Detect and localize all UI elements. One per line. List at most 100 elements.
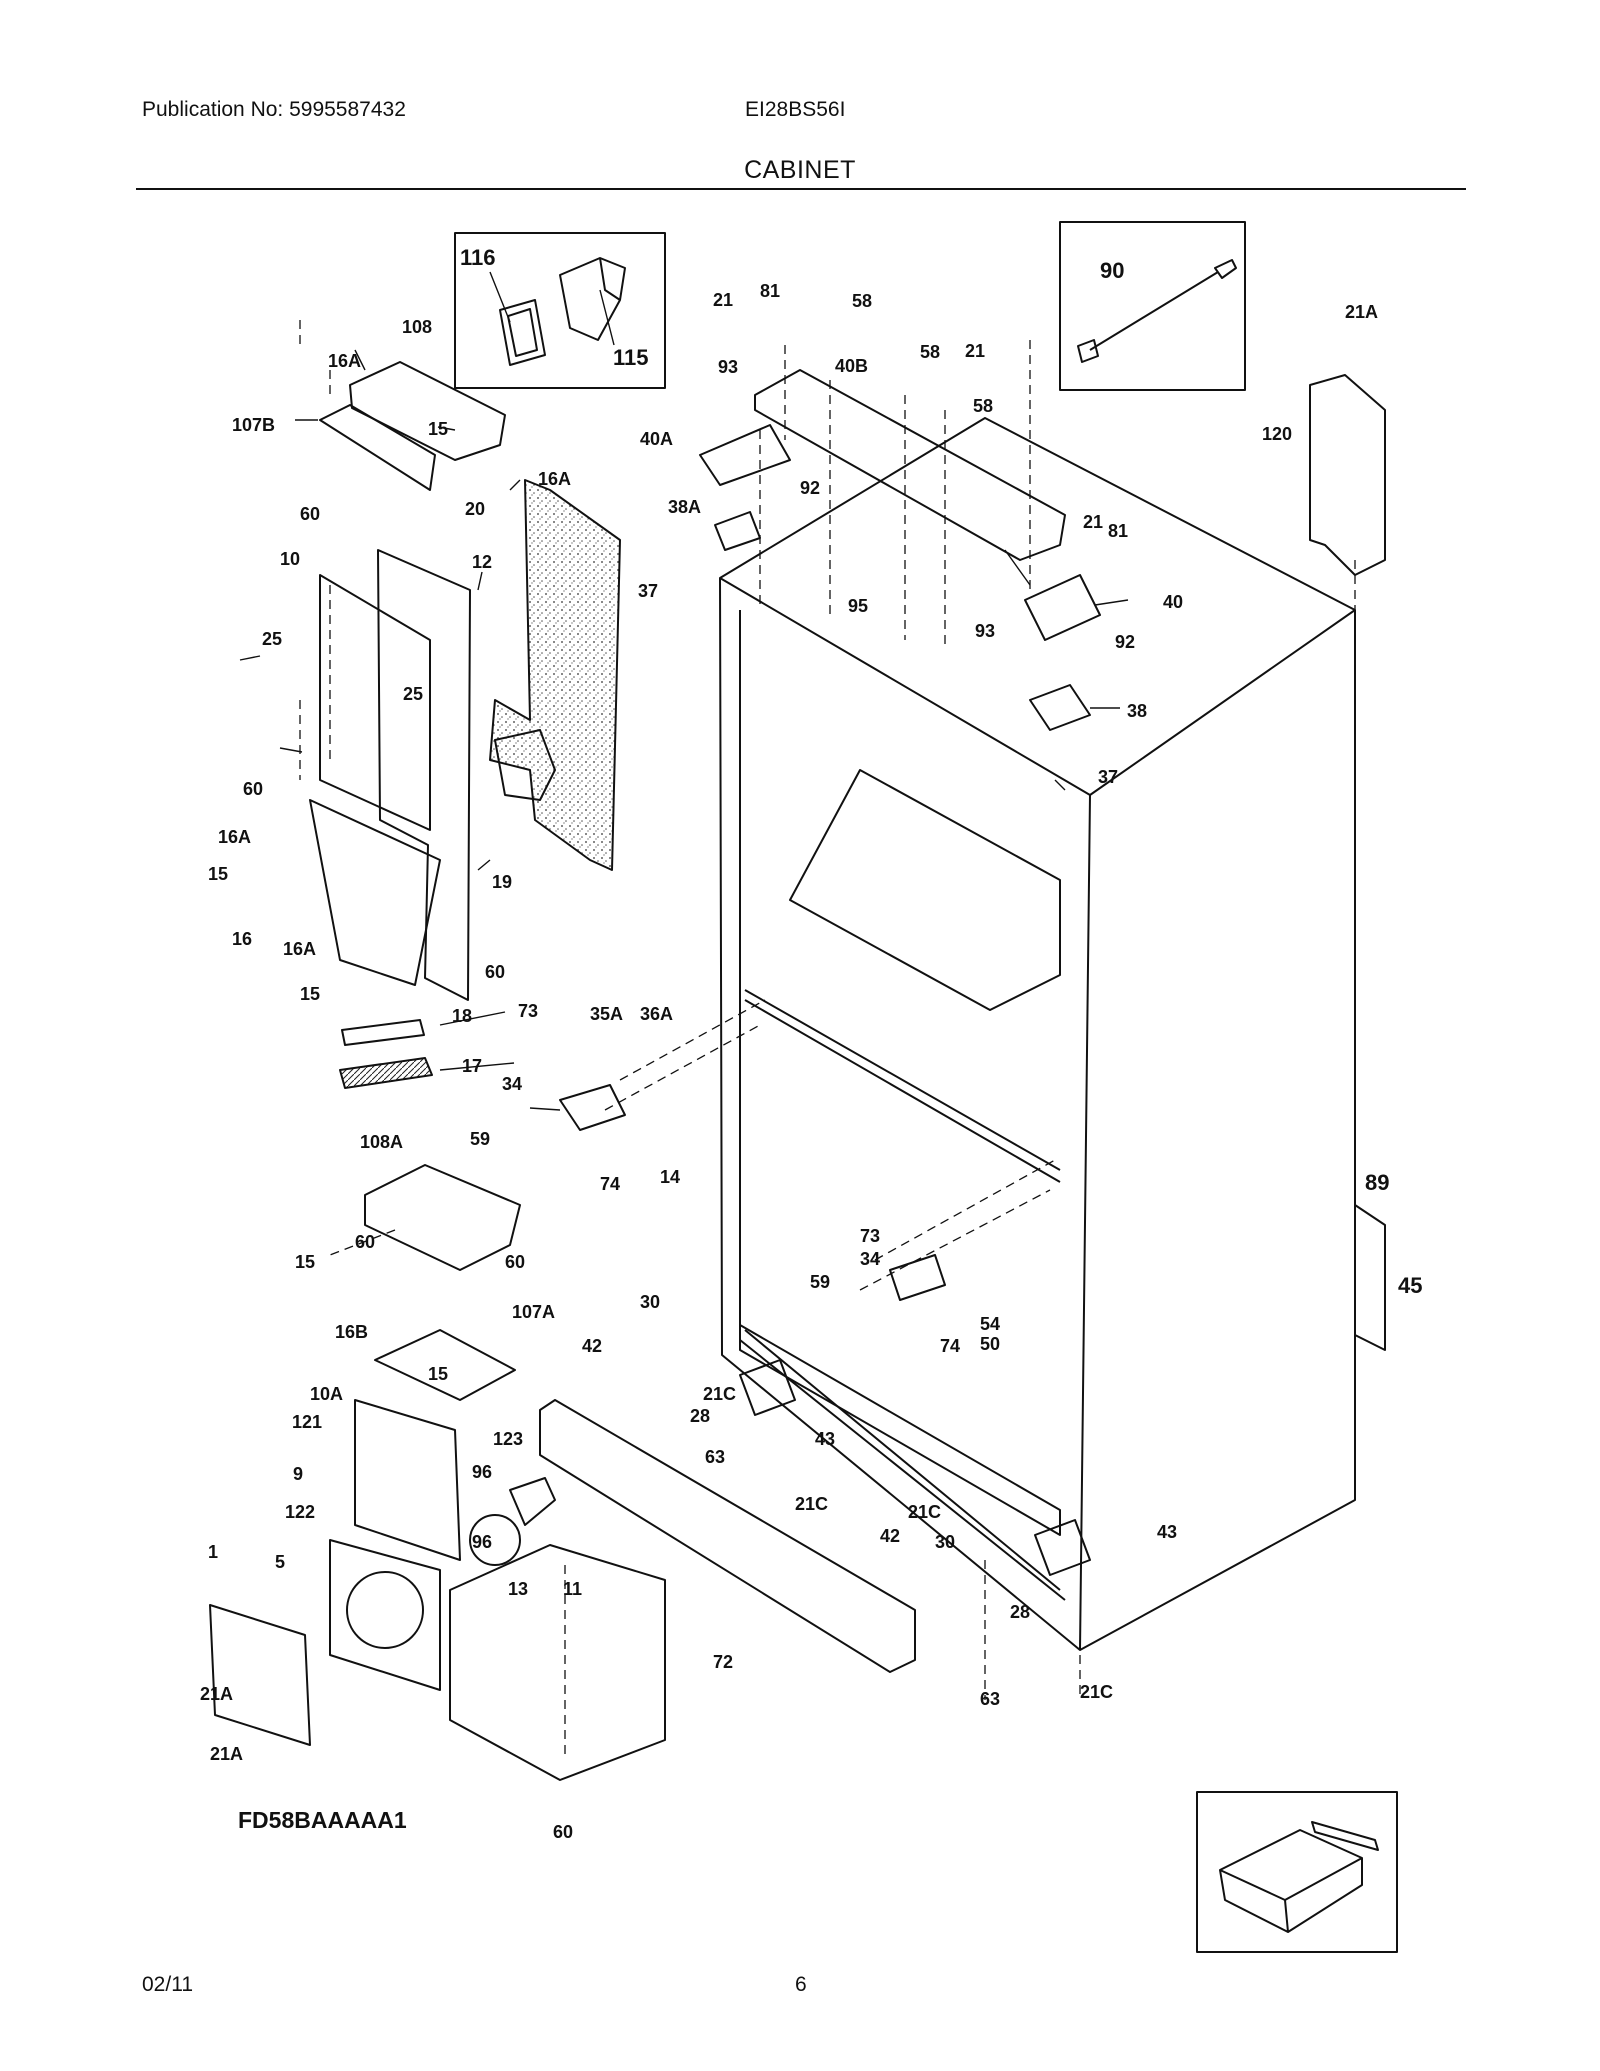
- callout-40B: 40B: [835, 356, 868, 376]
- callout-10A: 10A: [310, 1384, 343, 1404]
- hinge-40A: [699, 424, 791, 486]
- fan-blade-5: [346, 1571, 424, 1649]
- callout-36A: 36A: [640, 1004, 673, 1024]
- callout-45: 45: [1398, 1273, 1422, 1298]
- callout-38A: 38A: [668, 497, 701, 517]
- cabinet-body: [719, 417, 1356, 1651]
- section-title: CABINET: [744, 156, 856, 184]
- insulation-panel-20: [489, 479, 621, 871]
- callout-15-107A: 15: [428, 1364, 448, 1384]
- callout-40A: 40A: [640, 429, 673, 449]
- callout-37-lower: 37: [1098, 767, 1118, 787]
- light-housing-108: [349, 361, 506, 461]
- callout-38: 38: [1127, 701, 1147, 721]
- assembly-guide-line: [329, 1229, 1081, 1760]
- callout-72: 72: [713, 1652, 733, 1672]
- callout-34-right: 34: [860, 1249, 880, 1269]
- callout-96: 9: [293, 1464, 303, 1484]
- callout-120: 120: [1262, 424, 1292, 444]
- callout-15-mid: 15: [208, 864, 228, 884]
- duct-19: [494, 729, 556, 801]
- hinge-43-left: [739, 1359, 796, 1416]
- assembly-guide-line: [299, 320, 331, 780]
- callout-15-108A: 15: [295, 1252, 315, 1272]
- callout-16B: 16B: [335, 1322, 368, 1342]
- hinge-43-right: [1034, 1519, 1091, 1576]
- callout-73-right: 73: [860, 1226, 880, 1246]
- callout-28-left: 28: [690, 1406, 710, 1426]
- callout-116: 116: [460, 245, 496, 270]
- callout-20: 20: [465, 499, 485, 519]
- fan-shroud-96: [329, 1539, 441, 1691]
- callout-14: 14: [660, 1167, 680, 1187]
- callout-58-top: 58: [852, 291, 872, 311]
- tray-part: [1219, 1829, 1363, 1933]
- evaporator-panel-12: [377, 549, 471, 1001]
- callout-28-right: 28: [1010, 1602, 1030, 1622]
- callout-16A-mid: 16A: [218, 827, 251, 847]
- publication-date: 02/11: [142, 1973, 193, 1996]
- callout-89: 89: [1365, 1170, 1389, 1195]
- callout-63-left: 63: [705, 1447, 725, 1467]
- inset-box-90: [1059, 221, 1246, 391]
- callout-21C-right-lower: 21C: [1080, 1682, 1113, 1702]
- callout-11: 11: [563, 1579, 582, 1599]
- motor-9: [469, 1514, 521, 1566]
- callout-21-upper: 21: [713, 290, 733, 310]
- callout-12: 12: [472, 552, 492, 572]
- side-bracket-89: [1354, 1204, 1386, 1351]
- light-housing-108A: [364, 1164, 521, 1271]
- model-number: EI28BS56I: [745, 98, 846, 121]
- page-number: 6: [795, 1973, 807, 1996]
- gasket-part: [499, 299, 546, 366]
- callout-21A-left: 21A: [200, 1684, 233, 1704]
- callout-74-left: 74: [600, 1174, 620, 1194]
- toe-grille-72: [539, 1399, 916, 1673]
- callout-81-right: 81: [1108, 521, 1128, 541]
- callout-42-left: 42: [582, 1336, 602, 1356]
- callout-21C-mid: 21C: [795, 1494, 828, 1514]
- callout-21A-upper: 21A: [1345, 302, 1378, 322]
- lens-17: [339, 1057, 433, 1089]
- callout-37-upper: 37: [638, 581, 658, 601]
- callout-1: 1: [208, 1542, 218, 1562]
- callout-10: 10: [280, 549, 300, 569]
- callout-19: 19: [492, 872, 512, 892]
- callout-95: 95: [848, 596, 868, 616]
- header-rule: [136, 188, 1466, 190]
- callout-21-top: 21: [965, 341, 985, 361]
- bracket-54-part: [1311, 1821, 1379, 1851]
- callout-21C-right-upper: 21C: [908, 1502, 941, 1522]
- callout-36: 54: [980, 1314, 1000, 1334]
- hinge-38A: [714, 511, 761, 551]
- callout-121: 121: [292, 1412, 322, 1432]
- callout-93-lower: 93: [975, 621, 995, 641]
- callout-42-right: 42: [880, 1526, 900, 1546]
- cover-1: [209, 1604, 311, 1746]
- callout-60-upper: 60: [300, 504, 320, 524]
- bracket-123: [509, 1477, 556, 1526]
- hinge-36: [889, 1254, 946, 1301]
- lens-107B: [319, 404, 436, 491]
- callout-leader: [239, 271, 1129, 1111]
- hinge-38: [1029, 684, 1091, 731]
- callout-25-left: 25: [262, 629, 282, 649]
- callout-16A-lower: 16A: [283, 939, 316, 959]
- callout-115: 115: [613, 345, 649, 370]
- callout-108: 108: [402, 317, 432, 337]
- callout-60-108A-right: 60: [505, 1252, 525, 1272]
- callout-15-upper: 15: [428, 419, 448, 439]
- callout-16A-upper: 16A: [328, 351, 361, 371]
- callout-60-mid: 60: [243, 779, 263, 799]
- lower-kick-rail: [739, 1324, 1061, 1536]
- light-housing-lower: [309, 799, 441, 986]
- callout-21A-lower: 21A: [210, 1744, 243, 1764]
- callout-21C-left: 21C: [703, 1384, 736, 1404]
- publication-number: Publication No: 5995587432: [142, 98, 406, 121]
- callout-labels: 116 115 108 16A 107B 15 16A 60 20 12 10 …: [200, 245, 1422, 1842]
- inset-box-54-50: [1196, 1791, 1398, 1953]
- callout-16: 16: [232, 929, 252, 949]
- callout-9-lower: 96: [472, 1532, 492, 1552]
- assembly-guide-line: [604, 999, 1056, 1291]
- callout-92-right: 92: [1115, 632, 1135, 652]
